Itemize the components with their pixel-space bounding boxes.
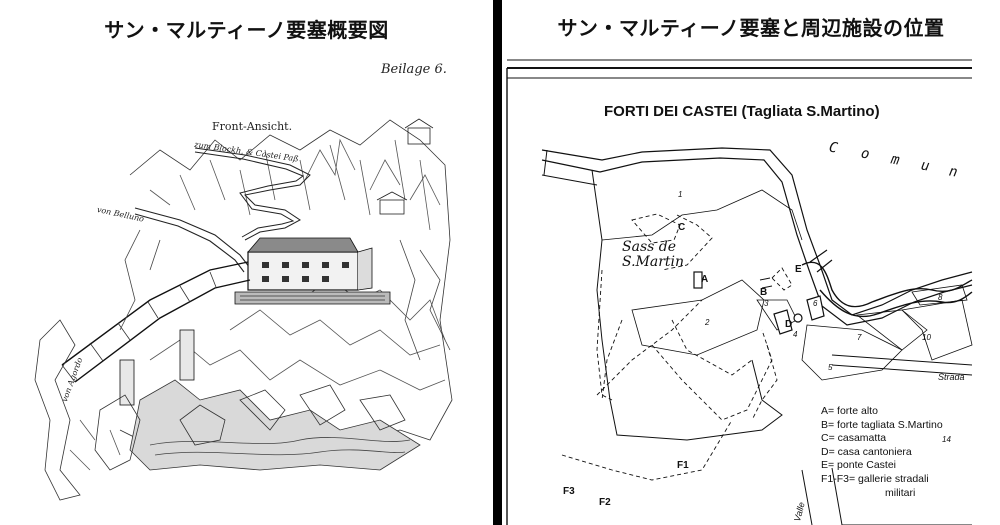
parcel-number-14: 14 <box>942 435 951 444</box>
map-label-f3: F3 <box>563 486 575 497</box>
map-point-d: D <box>785 319 793 330</box>
parcel-number-2: 2 <box>705 318 710 327</box>
parcel-number-3: 3 <box>764 299 769 308</box>
right-panel-title: サン・マルティーノ要塞と周辺施設の位置 <box>557 16 945 40</box>
map-label-f1: F1 <box>677 460 689 471</box>
map-label-f2: F2 <box>599 497 611 508</box>
parcel-number-6: 6 <box>813 299 818 308</box>
map-point-a: A <box>701 274 709 285</box>
parcel-number-4: 4 <box>793 330 798 339</box>
map-point-e: E <box>795 264 802 275</box>
panel-divider <box>493 0 502 525</box>
legend-item-a: A= forte alto <box>821 405 878 417</box>
legend-item-f: F1-F3= gallerie stradali <box>821 472 929 485</box>
parcel-number-8: 8 <box>938 293 943 302</box>
map-point-c: C <box>678 222 686 233</box>
parcel-number-7: 7 <box>857 333 862 342</box>
legend-item-d: D= casa cantoniera <box>821 445 912 458</box>
road-label-strada: Strada <box>938 372 965 382</box>
fort-map <box>506 59 973 525</box>
place-name-line-1: Sass de <box>622 239 677 255</box>
place-name-line-2: S.Martin <box>622 254 685 270</box>
view-label: Front-Ansicht. <box>212 120 293 133</box>
parcel-number-10: 10 <box>922 333 931 342</box>
plate-label: Beilage 6. <box>381 62 447 77</box>
map-title: FORTI DEI CASTEI (Tagliata S.Martino) <box>604 103 880 120</box>
place-name-sass-de-s-martin: Sass de S.Martin <box>622 240 684 270</box>
left-panel: サン・マルティーノ要塞概要図 <box>0 0 493 525</box>
left-panel-title: サン・マルティーノ要塞概要図 <box>104 18 389 42</box>
legend-item-f-continued: militari <box>885 486 916 499</box>
map-legend: A= forte alto B= forte tagliata S.Martin… <box>821 405 943 500</box>
legend-item-e: E= ponte Castei <box>821 459 897 472</box>
parcel-number-5: 5 <box>828 363 833 372</box>
legend-item-c: C= casamatta <box>821 432 887 445</box>
map-point-b: B <box>760 287 768 298</box>
fortress-sketch <box>34 118 453 501</box>
legend-item-b: B= forte tagliata S.Martino <box>821 418 943 431</box>
parcel-number-1: 1 <box>678 190 683 199</box>
right-panel: サン・マルティーノ要塞と周辺施設の位置 <box>502 0 1000 525</box>
